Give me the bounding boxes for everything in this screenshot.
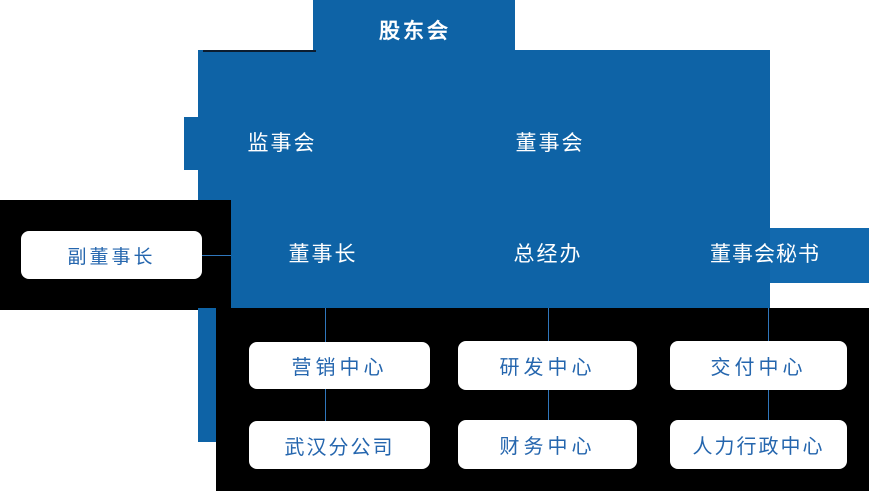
finance-center-label: 财务中心 <box>499 436 596 458</box>
rd-center-label: 研发中心 <box>499 357 596 379</box>
connector-col2-mid <box>548 390 549 420</box>
node-vice-chairman[interactable]: 副董事长 <box>21 231 202 279</box>
vice-chairman-label: 副董事长 <box>67 246 156 268</box>
node-shareholders[interactable] <box>313 0 515 50</box>
wuhan-branch-label: 武汉分公司 <box>284 436 395 459</box>
node-rd-center[interactable]: 研发中心 <box>458 341 637 390</box>
node-delivery-center[interactable]: 交付中心 <box>670 341 847 390</box>
connector-vice-chairman <box>202 255 231 256</box>
left-blue-bar <box>198 308 216 442</box>
node-hr-admin-center[interactable]: 人力行政中心 <box>670 420 847 469</box>
connector-col1-top <box>325 308 326 342</box>
top-dark-line <box>203 50 316 52</box>
board-secretary-label: 董事会秘书 <box>710 243 820 266</box>
connector-col3-mid <box>768 390 769 420</box>
gm-office-label: 总经办 <box>513 243 583 266</box>
connector-col2-top <box>548 308 549 341</box>
main-blue-panel <box>198 50 770 308</box>
node-marketing-center[interactable]: 营销中心 <box>249 342 430 389</box>
chairman-label: 董事长 <box>288 243 358 266</box>
node-finance-center[interactable]: 财务中心 <box>458 420 637 469</box>
hr-admin-center-label: 人力行政中心 <box>692 436 825 458</box>
board-of-directors-label: 董事会 <box>515 132 585 155</box>
supervisory-board-label: 监事会 <box>247 132 317 155</box>
connector-col1-mid <box>325 389 326 421</box>
marketing-center-label: 营销中心 <box>291 357 388 379</box>
connector-col3-top <box>768 308 769 341</box>
left-tab <box>184 117 198 170</box>
shareholders-label: 股东会 <box>379 20 451 43</box>
delivery-center-label: 交付中心 <box>710 357 807 379</box>
node-board-secretary[interactable] <box>770 228 869 283</box>
node-wuhan-branch[interactable]: 武汉分公司 <box>249 421 430 469</box>
